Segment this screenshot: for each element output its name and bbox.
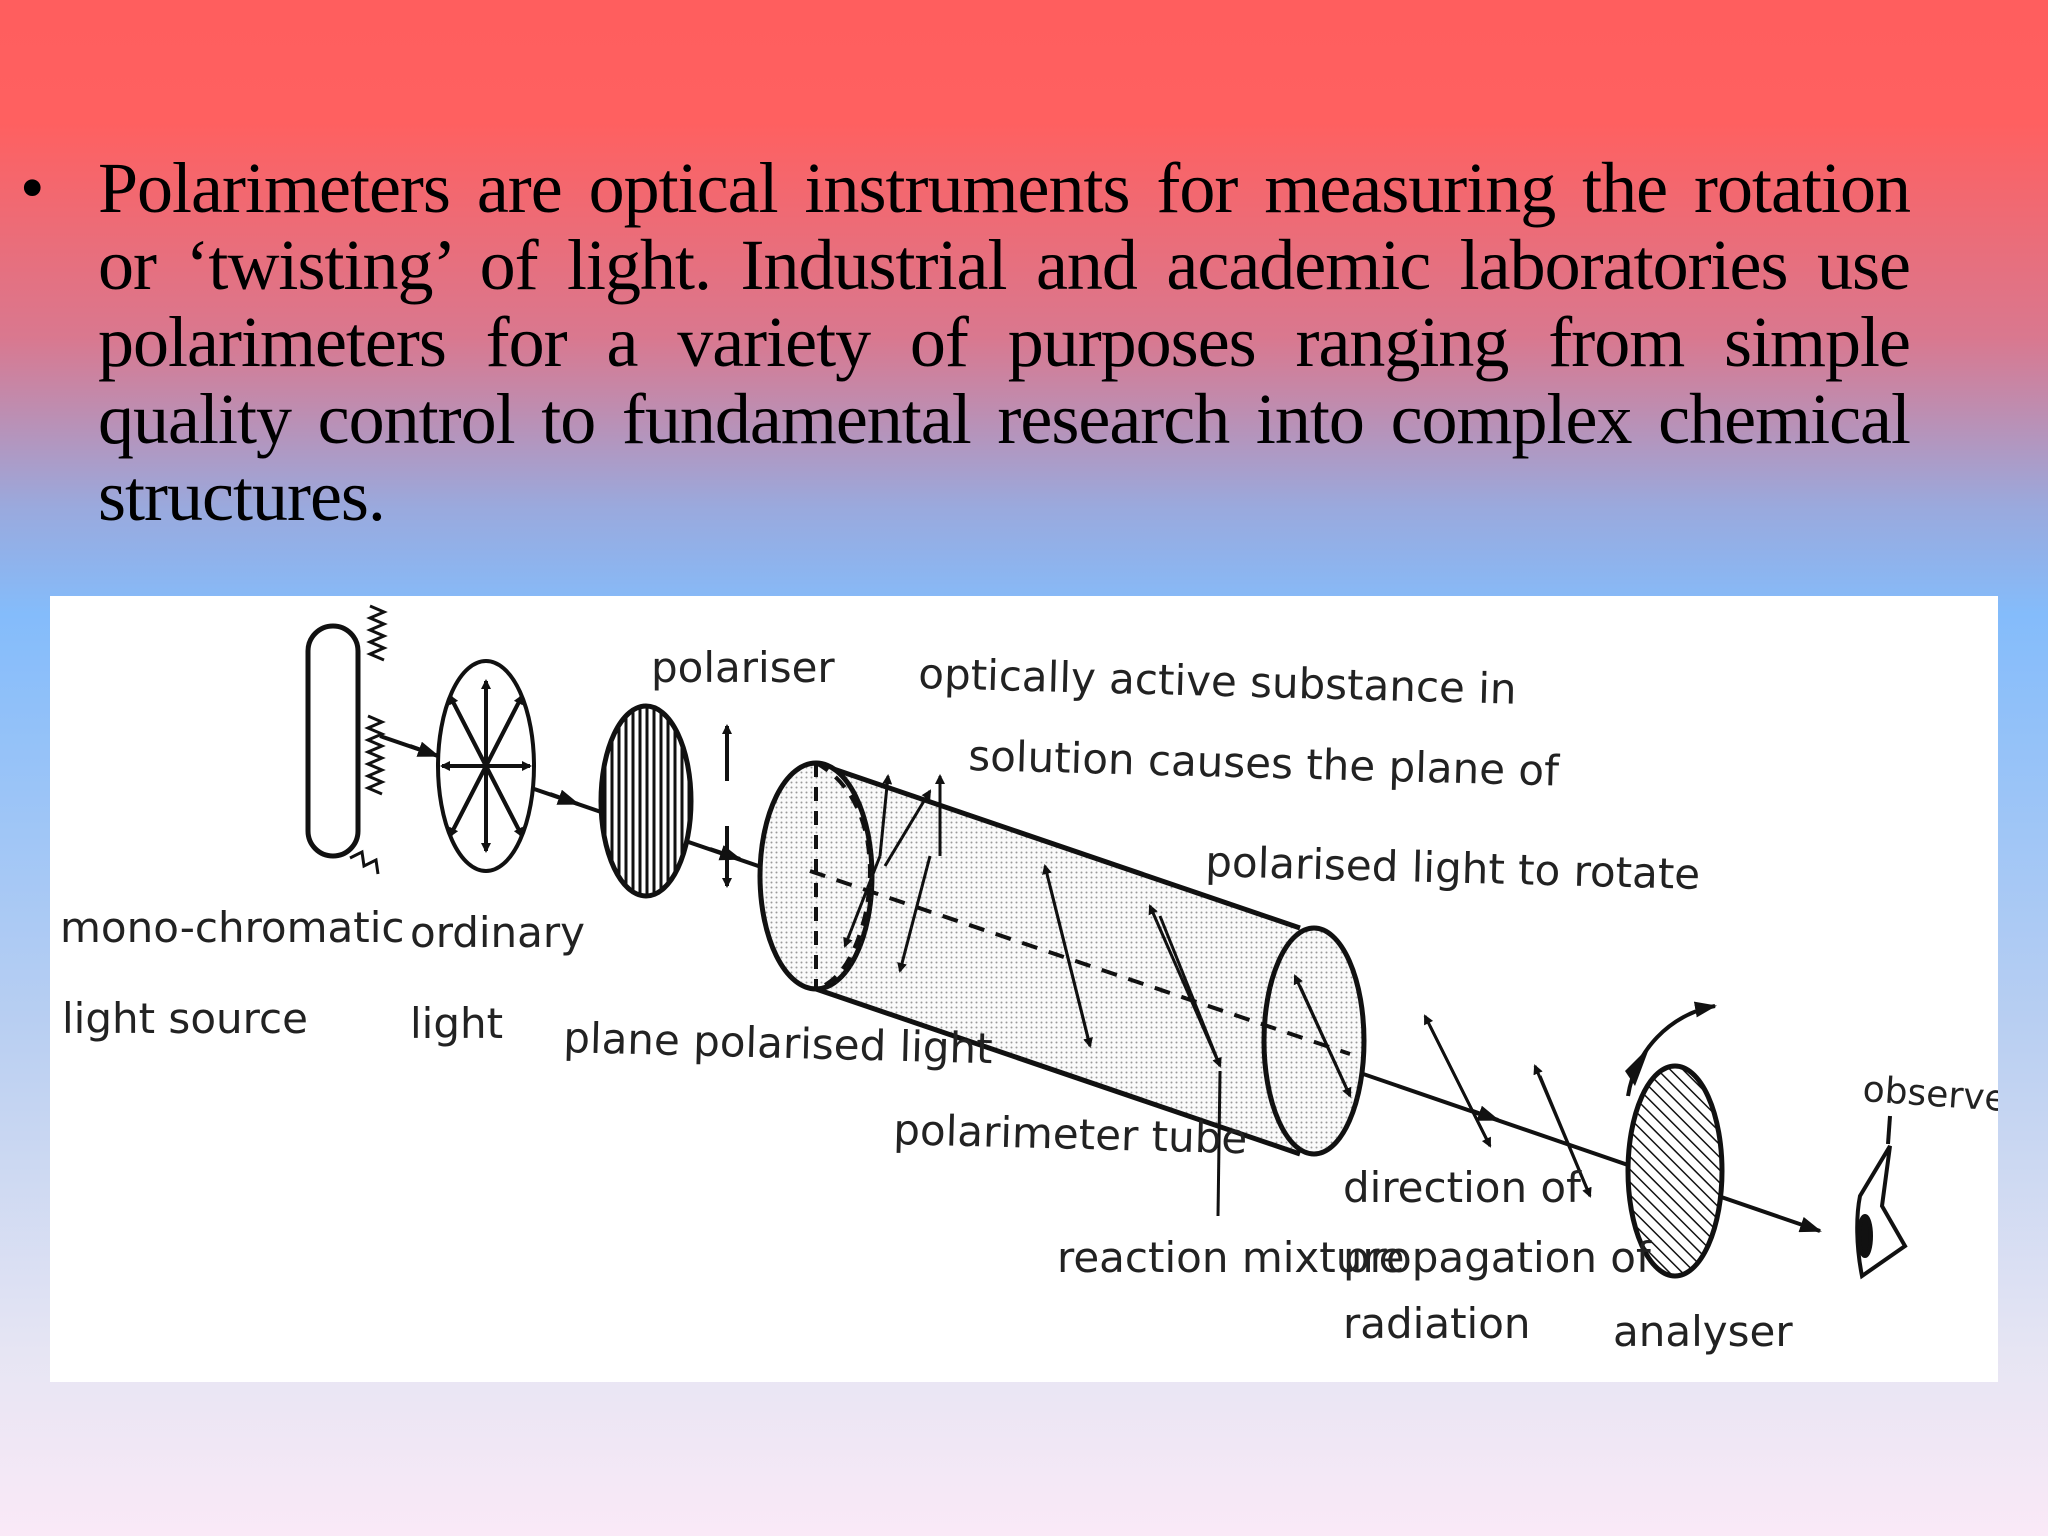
bullet-paragraph: • Polarimeters are optical instruments f…: [20, 148, 1911, 536]
label-direction-line3: radiation: [1343, 1299, 1531, 1348]
polariser-disc: [598, 703, 732, 899]
polarimeter-diagram: polariser optically active substance in …: [50, 596, 1998, 1382]
polarimeter-tube: [757, 760, 1367, 1217]
analyser-disc: [1625, 1001, 1725, 1279]
label-observer: observer: [1861, 1069, 1998, 1121]
label-plane-polarised: plane polarised light: [563, 1013, 994, 1073]
light-source-lamp: [305, 623, 361, 859]
label-source-line2: light source: [62, 994, 308, 1043]
radiation-wave-icon: [349, 604, 388, 875]
label-substance-line3: polarised light to rotate: [1205, 837, 1701, 899]
label-tube: polarimeter tube: [893, 1105, 1248, 1163]
ordinary-light-icon: [436, 659, 536, 873]
beam-arrow-1: [409, 741, 440, 758]
observer-eye-icon: [1855, 1115, 1908, 1280]
label-polariser: polariser: [651, 643, 835, 692]
label-substance-line2: solution causes the plane of: [968, 731, 1561, 795]
label-reaction: reaction mixture: [1057, 1233, 1405, 1282]
label-source-line1: mono-chromatic: [60, 903, 405, 952]
label-substance-line1: optically active substance in: [918, 649, 1517, 714]
bullet-marker: •: [20, 150, 45, 227]
diagram-canvas: polariser optically active substance in …: [60, 604, 1998, 1356]
label-ordinary-line1: ordinary: [410, 908, 585, 957]
beam-arrow-4: [1469, 1105, 1500, 1122]
label-analyser: analyser: [1613, 1307, 1793, 1356]
beam-arrow-2: [549, 789, 580, 806]
label-direction-line1: direction of: [1343, 1163, 1582, 1212]
label-ordinary-line2: light: [410, 999, 503, 1048]
bullet-text: Polarimeters are optical instruments for…: [98, 148, 1911, 536]
propagation-arrows: [1423, 1014, 1592, 1198]
label-direction-line2: propagation of: [1343, 1233, 1652, 1282]
